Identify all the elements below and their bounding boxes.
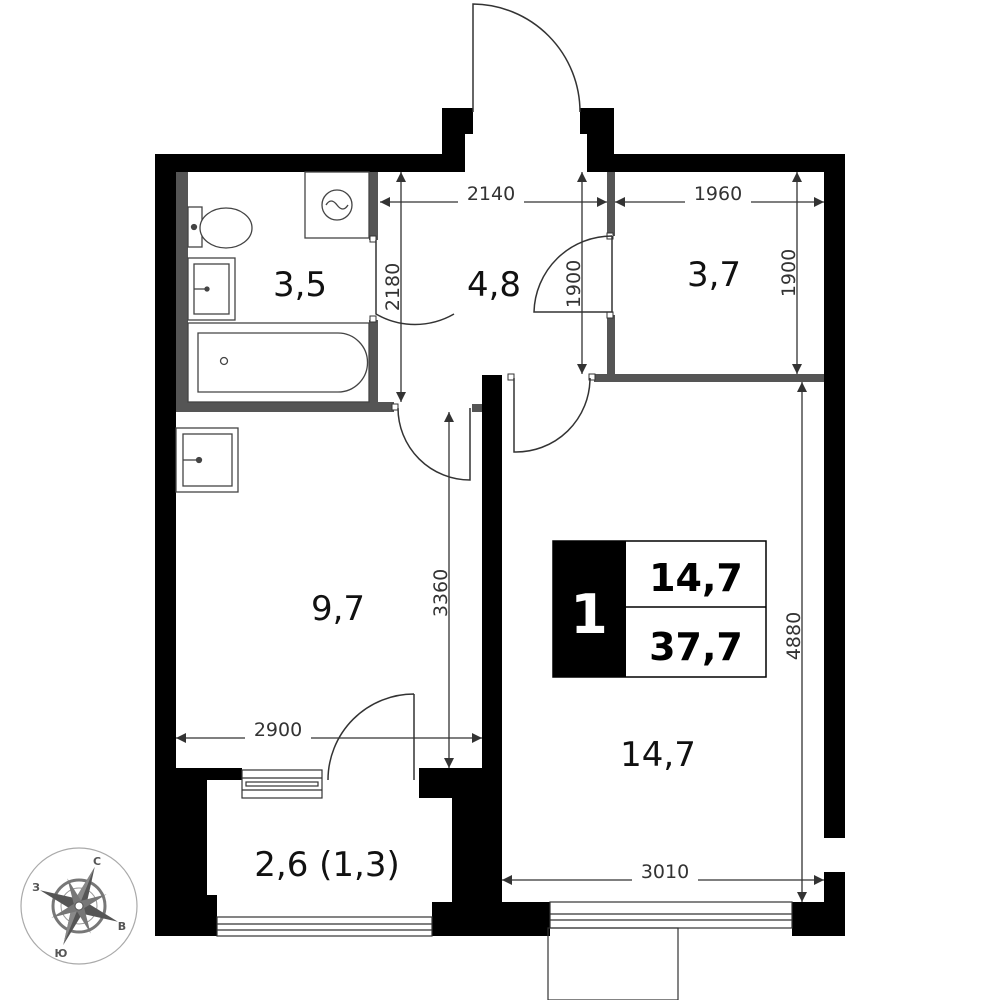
living-bay [547, 927, 679, 1000]
compass-south: Ю [55, 947, 68, 960]
dim-living-width: 3010 [641, 861, 689, 883]
compass-icon: С З В Ю [20, 847, 138, 965]
kitchen-sink-icon [175, 427, 239, 493]
room-area-storage: 3,7 [687, 255, 741, 295]
bathroom-door [375, 240, 455, 326]
partitions [176, 172, 824, 412]
washing-machine-icon [304, 171, 370, 239]
storage-door [533, 235, 613, 313]
room-area-bathroom: 3,5 [273, 265, 327, 305]
balcony-window [216, 916, 433, 937]
fixtures [175, 171, 370, 493]
dim-hall-width: 2140 [467, 183, 515, 205]
dim-storage-width: 1960 [694, 183, 742, 205]
dim-hall-door-height: 1900 [563, 260, 585, 308]
entrance-door [472, 3, 581, 113]
living-window [549, 901, 793, 929]
area-badge: 1 14,7 37,7 [552, 540, 767, 678]
kitchen-door [397, 407, 471, 481]
sink-icon [187, 257, 236, 321]
toilet-icon [187, 206, 253, 249]
compass-east: В [118, 920, 126, 933]
dimension-labels: 2140 1960 2900 3010 1900 2180 1900 3360 … [254, 183, 805, 883]
badge-living-area: 14,7 [649, 556, 743, 600]
dim-kitchen-height: 3360 [430, 569, 452, 617]
room-area-balcony: 2,6 (1,3) [254, 845, 399, 885]
dim-storage-height: 1900 [778, 249, 800, 297]
compass-north: С [93, 855, 101, 868]
living-door [513, 377, 591, 453]
dim-kitchen-width: 2900 [254, 719, 302, 741]
dimension-lines [176, 172, 824, 902]
badge-total-area: 37,7 [649, 625, 743, 669]
bathtub-icon [187, 322, 370, 403]
windows [216, 769, 793, 1000]
badge-room-count: 1 [570, 583, 608, 646]
room-labels: 3,5 4,8 3,7 9,7 14,7 2,6 (1,3) [254, 255, 741, 885]
room-area-living: 14,7 [620, 735, 696, 775]
compass-west: З [32, 881, 40, 894]
dim-bath-height: 2180 [382, 263, 404, 311]
room-area-kitchen: 9,7 [311, 589, 365, 629]
dim-living-height: 4880 [783, 612, 805, 660]
balcony-door [327, 693, 415, 781]
room-area-hall: 4,8 [467, 265, 521, 305]
exterior-walls [155, 108, 845, 936]
